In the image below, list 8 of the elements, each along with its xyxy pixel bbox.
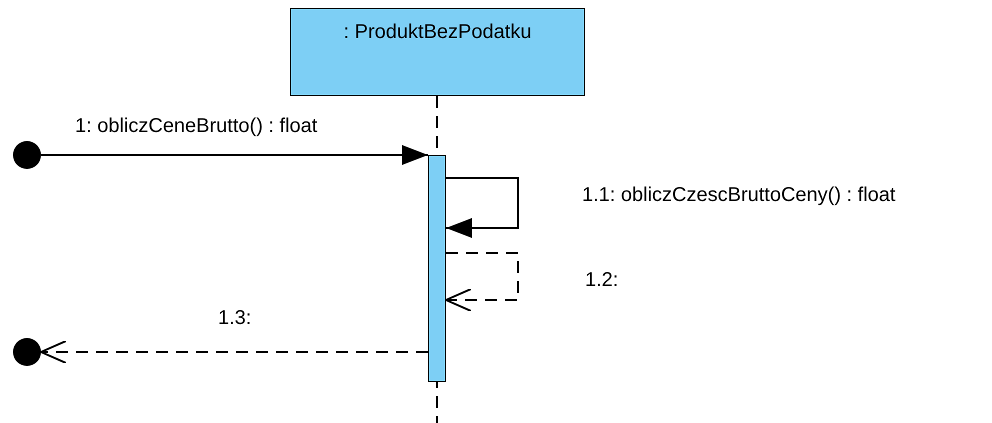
message-endpoint: [13, 338, 41, 366]
message-arrow: [446, 177, 519, 238]
activation-bar: [428, 155, 446, 382]
return-message-arrow: [445, 252, 519, 312]
message-arrow: [41, 145, 428, 165]
return-message-arrow: [40, 340, 428, 364]
lifeline-box: : ProduktBezPodatku: [290, 8, 585, 96]
message-endpoint: [13, 141, 41, 169]
